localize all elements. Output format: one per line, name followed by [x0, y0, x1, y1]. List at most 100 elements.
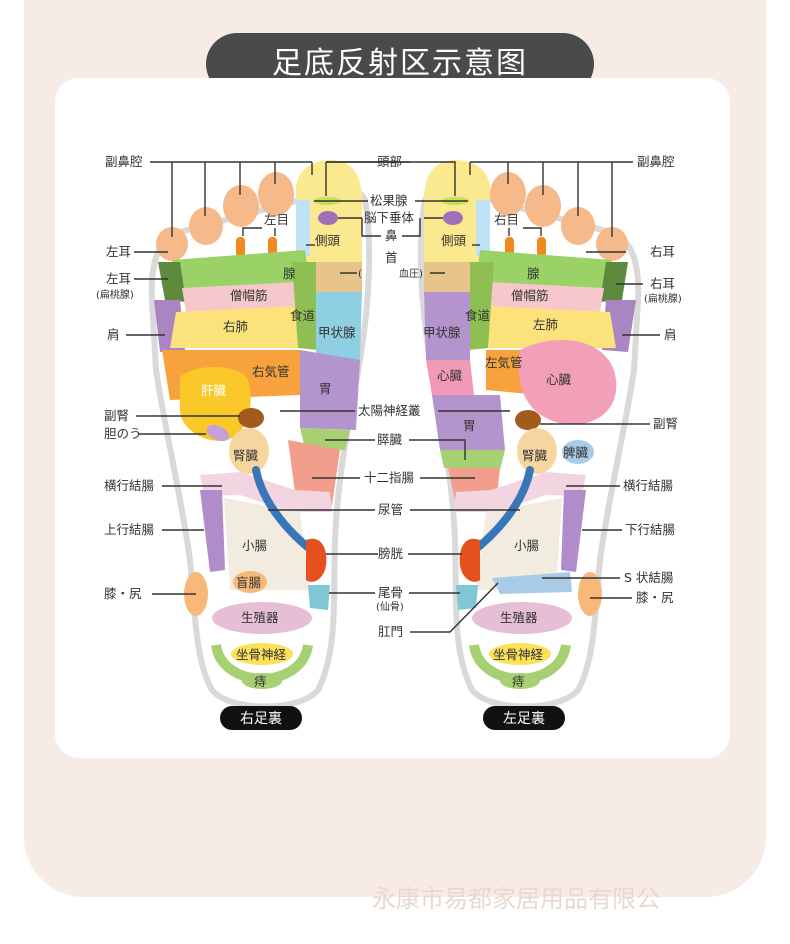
left-foot-toe-2	[490, 172, 526, 216]
left-zone-small-intestine: 小腸	[514, 538, 540, 553]
right-zone-left-eye: 左目	[264, 212, 289, 227]
label-knee-hip-right-foot: 膝・尻	[104, 586, 142, 601]
right-zone-stomach: 胃	[319, 381, 332, 396]
left-foot-outer-labels: 副鼻腔 右耳 右耳 (扁桃腺) 肩 副腎 横行結腸 下行結腸 S 状結腸 膝・尻	[623, 154, 682, 605]
right-foot-pancreas-zone	[300, 428, 350, 450]
right-foot-ureter	[252, 466, 319, 557]
label-paren: (	[358, 269, 362, 280]
right-zone-right-lung: 右肺	[223, 319, 248, 334]
right-foot-stomach-zone	[300, 350, 360, 430]
left-foot-knee-hip	[578, 572, 602, 616]
left-zone-left-bronchus: 左気管	[485, 355, 523, 370]
label-transverse-colon-left-foot: 横行結腸	[623, 478, 674, 493]
left-foot-lung-zone	[484, 306, 616, 348]
right-foot-thyroid-zone	[316, 290, 362, 360]
left-zone-heart-small: 心臓	[437, 368, 463, 383]
left-foot-heart-small-zone	[426, 360, 474, 395]
right-zone-kidney: 腎臓	[233, 448, 259, 463]
right-foot-gland-zone	[172, 250, 310, 290]
left-foot-toe-3	[525, 185, 561, 227]
left-zone-left-lung: 左肺	[533, 317, 558, 332]
right-foot-eye-dot-2	[268, 237, 277, 257]
label-nose: 鼻	[385, 228, 398, 243]
left-zone-stomach: 胃	[463, 418, 476, 433]
label-transverse-colon-right-foot: 横行結腸	[104, 478, 155, 493]
right-foot-ascending-colon	[200, 490, 225, 572]
label-descending-colon: 下行結腸	[625, 522, 676, 537]
right-zone-cecum: 盲腸	[236, 575, 262, 590]
label-knee-hip-left-foot: 膝・尻	[636, 590, 674, 605]
left-foot-tonsil-zone	[600, 262, 628, 302]
label-neck: 首	[385, 250, 398, 265]
right-foot-caption: 右足裏	[240, 710, 282, 727]
left-foot-pancreas-zone	[440, 450, 505, 470]
label-adrenal-right-foot: 副腎	[104, 408, 129, 423]
left-zone-trapezius: 僧帽筋	[511, 288, 549, 303]
left-foot-bladder	[459, 538, 480, 582]
right-foot-bladder	[306, 538, 327, 582]
right-foot: 右足裏 左目 側頭 腺 僧帽筋 右肺 食道 甲状腺 右気管 肝臓 胃 腎臓 小腸…	[148, 160, 373, 730]
left-foot-kidney-dot	[517, 428, 557, 474]
left-foot-thyroid-zone	[424, 290, 470, 360]
right-foot-coccyx	[308, 585, 330, 610]
left-zone-esophagus: 食道	[465, 308, 491, 323]
footer-watermark-text: 永康市易都家居用品有限公	[372, 885, 660, 913]
right-foot-hemorrhoid	[242, 673, 282, 689]
left-zone-thyroid: 甲状腺	[423, 325, 461, 340]
left-zone-genitals: 生殖器	[500, 610, 538, 625]
right-foot-tonsil-zone	[158, 262, 186, 302]
right-foot-duodenum-zone	[288, 440, 340, 505]
right-zone-genitals: 生殖器	[241, 610, 279, 625]
left-foot-gland-zone	[476, 250, 612, 290]
left-zone-gland: 腺	[527, 266, 540, 281]
label-left-ear: 左耳	[106, 244, 131, 259]
left-foot-caption: 左足裏	[503, 710, 545, 727]
left-foot-eye-dot-1	[505, 237, 514, 257]
left-foot-descending-colon	[561, 490, 586, 572]
left-foot-temporal-zone	[476, 200, 490, 256]
right-foot-sciatic-core	[231, 643, 293, 665]
label-shoulder-left-foot: 肩	[664, 327, 677, 342]
left-zone-hemorrhoid: 痔	[512, 674, 525, 689]
label-right-ear-2: 右耳	[650, 276, 675, 291]
left-zone-sciatic: 坐骨神経	[493, 647, 544, 662]
right-foot-kidney-dot	[229, 428, 269, 474]
label-pancreas: 膵臓	[377, 432, 403, 447]
left-foot-pituitary-dot	[443, 211, 463, 225]
left-foot-esophagus-zone	[468, 262, 494, 350]
right-zone-gland: 腺	[283, 266, 296, 281]
label-tonsil-left-foot: (扁桃腺)	[644, 292, 682, 305]
label-sigmoid-colon: S 状結腸	[624, 570, 674, 585]
label-adrenal-left-foot: 副腎	[653, 416, 678, 431]
right-foot-genitals	[212, 602, 312, 634]
label-bladder: 膀胱	[378, 546, 404, 561]
right-foot-temporal-zone	[296, 200, 310, 256]
label-tonsil-right-foot: (扁桃腺)	[96, 288, 134, 301]
left-foot-big-toe	[424, 160, 490, 262]
left-foot-ureter	[467, 466, 534, 557]
left-foot-trapezius-zone	[486, 282, 604, 312]
label-coccyx: 尾骨	[378, 585, 403, 600]
label-solar-plexus: 太陽神経叢	[358, 403, 421, 418]
left-foot-hemorrhoid	[500, 673, 540, 689]
left-foot-sciatic-core	[489, 643, 551, 665]
label-sinus-right-foot: 副鼻腔	[105, 154, 143, 169]
right-foot-gallbladder-dot	[206, 424, 230, 442]
label-right-ear: 右耳	[650, 244, 675, 259]
label-left-ear-2: 左耳	[106, 271, 131, 286]
right-foot-lung-zone	[170, 306, 302, 348]
left-zone-spleen: 脾臓	[563, 445, 589, 460]
label-gallbladder: 胆のう	[104, 426, 142, 441]
right-zone-right-bronchus: 右気管	[252, 364, 290, 379]
right-foot-toe-3	[223, 185, 259, 227]
right-foot-big-toe	[296, 160, 362, 262]
right-foot-adrenal-dot	[238, 408, 264, 428]
right-zone-thyroid: 甲状腺	[318, 325, 356, 340]
label-pineal: 松果腺	[370, 193, 408, 208]
right-zone-hemorrhoid: 痔	[254, 674, 267, 689]
leader-lines	[126, 161, 660, 633]
right-foot-outer-labels: 副鼻腔 左耳 左耳 (扁桃腺) 肩 副腎 胆のう 横行結腸 上行結腸 膝・尻	[96, 154, 155, 601]
right-foot-trapezius-zone	[182, 282, 300, 312]
left-foot: 左足裏 右目 側頭 腺 僧帽筋 左肺 食道 甲状腺 左気管 心臓 心臓 胃 腎臓…	[417, 160, 642, 730]
center-labels: 頭部 松果腺 脳下垂体 鼻 首 ( 血圧) 太陽神経叢 膵臓 十二指腸 尿管 膀…	[358, 154, 423, 639]
